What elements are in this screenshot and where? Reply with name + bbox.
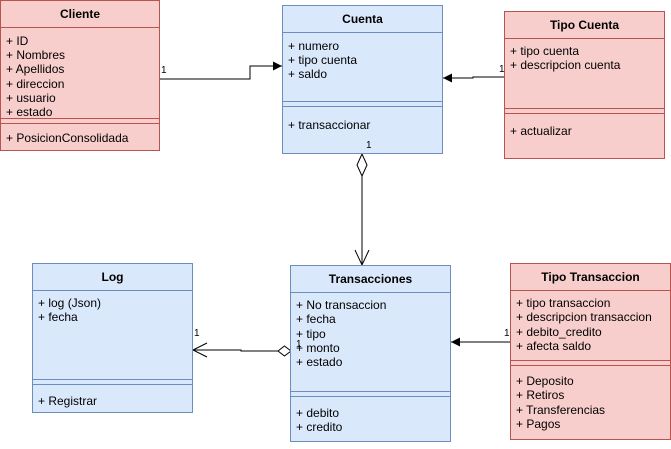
method: + credito — [296, 420, 343, 434]
multiplicity-label: 1 — [194, 328, 200, 339]
class-tipo-cuenta[interactable]: Tipo Cuenta + tipo cuenta + descripcion … — [504, 11, 665, 159]
method: + actualizar — [510, 124, 572, 138]
method: + Registrar — [38, 394, 98, 408]
attribute: + fecha — [296, 312, 336, 326]
aggregation-transacciones-log — [193, 349, 278, 352]
class-cuenta[interactable]: Cuenta + numero + tipo cuenta + saldo + … — [282, 5, 443, 154]
class-title: Tipo Cuenta — [505, 12, 664, 39]
method: + Deposito — [516, 374, 574, 388]
attribute: + tipo cuenta — [288, 53, 358, 67]
attribute: + Apellidos — [6, 62, 65, 76]
attribute: + log (Json) — [38, 296, 102, 310]
attribute: + tipo cuenta — [510, 44, 580, 58]
association-tipocuenta-cuenta — [443, 73, 504, 83]
attribute: + estado — [6, 105, 53, 119]
attribute: + Nombres — [6, 48, 66, 62]
separator — [505, 108, 664, 114]
attribute: + No transaccion — [296, 298, 387, 312]
attribute: + monto — [296, 341, 340, 355]
class-title: Cliente — [1, 1, 159, 28]
multiplicity-label: 1 — [296, 339, 302, 350]
method: + Retiros — [516, 388, 565, 402]
attribute: + tipo — [296, 327, 326, 341]
attribute: + usuario — [6, 91, 56, 105]
attribute: + descripcion transaccion — [516, 310, 652, 324]
class-title: Cuenta — [283, 6, 442, 33]
attribute: + debito_credito — [516, 325, 602, 339]
separator — [511, 360, 670, 366]
attribute: + afecta saldo — [516, 339, 592, 353]
method: + Transferencias — [516, 403, 606, 417]
aggregation-diamond-cuenta — [356, 152, 368, 178]
open-arrow-log — [191, 342, 208, 358]
class-log[interactable]: Log + log (Json) + fecha + Registrar — [32, 263, 193, 413]
class-title: Tipo Transaccion — [511, 264, 670, 291]
separator — [1, 118, 159, 124]
method: + debito — [296, 406, 340, 420]
attribute: + saldo — [288, 67, 328, 81]
separator — [33, 379, 192, 385]
class-tipo-transaccion[interactable]: Tipo Transaccion + tipo transaccion + de… — [510, 263, 671, 440]
separator — [291, 391, 450, 397]
multiplicity-label: 1 — [161, 65, 167, 76]
class-transacciones[interactable]: Transacciones + No transaccion + fecha +… — [290, 265, 451, 442]
class-cliente[interactable]: Cliente + ID + Nombres + Apellidos + dir… — [0, 0, 160, 151]
class-title: Log — [33, 264, 192, 291]
method: + transaccionar — [288, 118, 371, 132]
class-title: Transacciones — [291, 266, 450, 293]
attribute: + estado — [296, 355, 343, 369]
attribute: + fecha — [38, 310, 78, 324]
method: + Pagos — [516, 417, 561, 431]
attribute: + tipo transaccion — [516, 296, 611, 310]
attribute: + numero — [288, 39, 340, 53]
multiplicity-label: 1 — [504, 328, 510, 339]
attribute: + direccion — [6, 77, 65, 91]
multiplicity-label: 1 — [499, 64, 505, 75]
separator — [283, 101, 442, 107]
attribute: + ID — [6, 34, 29, 48]
association-cliente-cuenta — [160, 61, 282, 80]
aggregation-diamond-transacciones — [277, 345, 292, 357]
multiplicity-label: 1 — [366, 140, 372, 151]
attribute: + descripcion cuenta — [510, 58, 621, 72]
method: + PosicionConsolidada — [6, 131, 129, 145]
